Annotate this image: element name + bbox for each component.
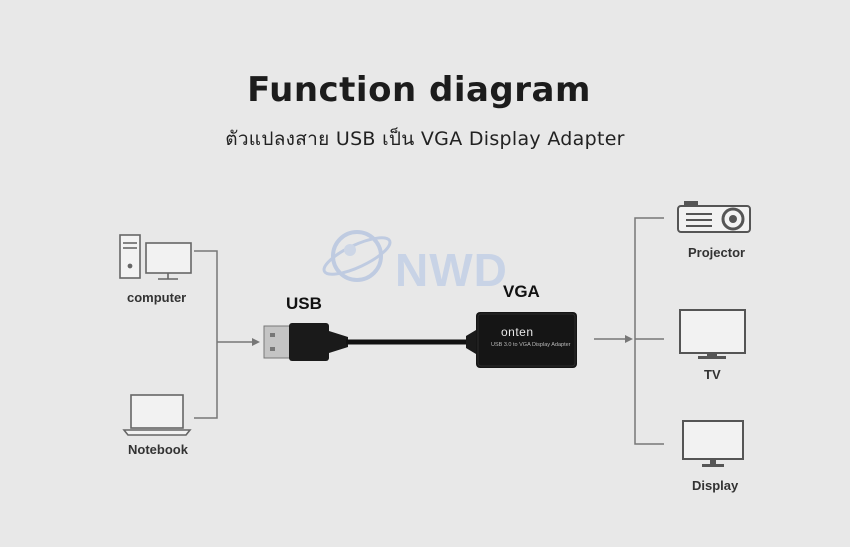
output-connector-lines xyxy=(594,217,664,445)
notebook-icon xyxy=(122,394,192,436)
vga-label: VGA xyxy=(503,282,540,301)
diagram-subtitle: ตัวแปลงสาย USB เป็น VGA Display Adapter xyxy=(225,128,625,150)
diagram-title: Function diagram xyxy=(247,70,591,110)
projector-label: Projector xyxy=(688,245,746,260)
input-connector-lines xyxy=(194,250,260,419)
vga-adapter-device xyxy=(466,312,577,368)
tv-label: TV xyxy=(704,367,721,382)
usb-label: USB xyxy=(286,294,322,313)
computer-label: computer xyxy=(127,290,187,305)
computer-icon xyxy=(119,234,192,280)
adapter-model-text: USB 3.0 to VGA Display Adapter xyxy=(491,342,571,348)
notebook-label: Notebook xyxy=(128,442,188,457)
watermark-globe-icon xyxy=(322,230,392,282)
watermark-text: NWD xyxy=(395,244,508,296)
projector-icon xyxy=(677,201,751,233)
adapter-brand: onten xyxy=(501,325,534,339)
display-label: Display xyxy=(692,478,739,493)
tv-icon xyxy=(679,309,746,359)
usb-plug-icon xyxy=(263,323,348,361)
monitor-icon xyxy=(682,420,744,467)
